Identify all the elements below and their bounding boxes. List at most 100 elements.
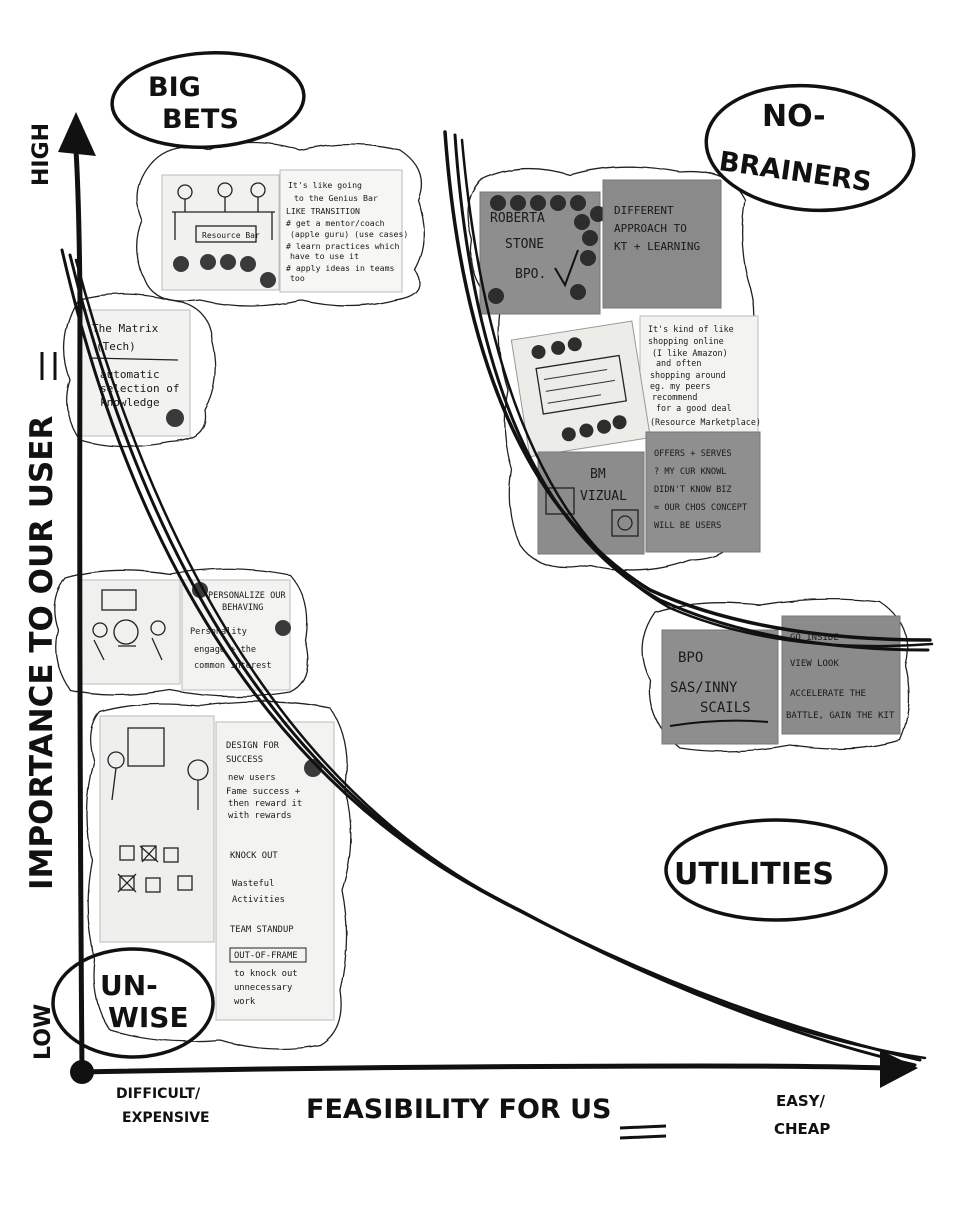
x-right-line2: CHEAP — [774, 1120, 830, 1138]
bm-line: VIZUAL — [580, 489, 627, 504]
midleft-line: common interest — [194, 661, 272, 671]
midleft-line: BEHAVING — [222, 603, 263, 613]
go-line: GO INSIDE — [790, 633, 839, 643]
right-curve-a — [443, 130, 932, 642]
offers-line: WILL BE USERS — [654, 521, 721, 531]
note-unwise-lines: DESIGN FOR SUCCESS new users Fame succes… — [226, 741, 307, 1007]
note-bigbets-sketch: Resource Bar — [161, 174, 280, 291]
note-bigbets-left-label: Resource Bar — [202, 231, 260, 240]
right-curve-c — [460, 138, 934, 648]
unwise-line: to knock out — [234, 969, 298, 979]
bigbets-line: have to use it — [290, 251, 359, 261]
matrix-line: (Tech) — [96, 340, 136, 353]
offers-line: ? MY CUR KNOWL — [654, 467, 726, 477]
offers-line: OFFERS + SERVES — [654, 449, 732, 459]
note-shopping-text: It's kind of like shopping online (I lik… — [648, 324, 761, 427]
shopping-line: shopping around — [650, 370, 726, 380]
shopping-line: recommend — [652, 392, 697, 402]
cloud-matrix — [63, 293, 217, 448]
shopping-line: (I like Amazon) — [652, 348, 728, 358]
note-unwise-text: DESIGN FOR SUCCESS new users Fame succes… — [215, 721, 335, 1021]
dots-bigbets — [173, 254, 276, 288]
bm-line: BM — [590, 467, 606, 482]
shopping-line: (Resource Marketplace) — [650, 417, 761, 427]
y-high-label: HIGH — [29, 123, 54, 186]
note-util-go: GO INSIDE VIEW LOOK ACCELERATE THE BATTL… — [781, 615, 901, 735]
big-bets-line1: BIG — [148, 72, 201, 103]
midleft-line: Personality — [190, 627, 247, 637]
go-line: VIEW LOOK — [790, 659, 839, 669]
note-matrix: The Matrix (Tech) automatic selection of… — [79, 309, 191, 437]
y-low-label: LOW — [31, 1004, 56, 1060]
bpo-line: BPO — [678, 650, 703, 666]
origin-dot — [70, 1060, 94, 1084]
matrix-line: automatic — [100, 368, 160, 381]
roberta-line: BPO. — [515, 267, 546, 282]
different-line: APPROACH TO — [614, 222, 687, 235]
note-bigbets-text: It's like going to the Genius Bar LIKE T… — [279, 169, 408, 293]
no-brainers-line1: NO- — [762, 99, 826, 134]
note-go-text: GO INSIDE VIEW LOOK ACCELERATE THE BATTL… — [786, 633, 895, 721]
label-big-bets: BIG BETS — [110, 51, 306, 149]
midleft-line: PERSONALIZE OUR — [208, 591, 286, 601]
note-nb-roberta: ROBERTA STONE BPO. — [479, 191, 606, 315]
go-line: ACCELERATE THE — [790, 689, 866, 699]
label-utilities: UTILITIES — [664, 818, 888, 922]
note-nb-shopping: It's kind of like shopping online (I lik… — [639, 315, 761, 435]
roberta-line: STONE — [505, 237, 544, 252]
bigbets-line: (apple guru) (use cases) — [290, 229, 408, 239]
cloud-utilities — [641, 598, 910, 752]
bigbets-line: to the Genius Bar — [294, 193, 378, 203]
unwise-line: then reward it — [228, 799, 302, 809]
bigbets-line: LIKE TRANSITION — [286, 206, 360, 216]
unwise-line: DESIGN FOR — [226, 741, 280, 751]
bigbets-line: It's like going — [288, 180, 362, 190]
note-roberta-text: ROBERTA STONE BPO. — [490, 211, 553, 282]
y-axis — [73, 147, 85, 1075]
note-util-bpo: BPO SAS/INNY SCAILS — [661, 629, 779, 745]
x-left-line1: DIFFICULT/ — [116, 1086, 201, 1102]
note-nb-different: DIFFERENT APPROACH TO KT + LEARNING — [602, 179, 722, 309]
go-line: BATTLE, GAIN THE KIT — [786, 711, 895, 721]
unwise-line: unnecessary — [234, 983, 292, 993]
y-axis-title: IMPORTANCE TO OUR USER — [24, 416, 60, 890]
meeting-drawing — [92, 589, 166, 661]
bigbets-line: # apply ideas in teams — [286, 263, 395, 273]
shopping-line: and often — [656, 358, 701, 368]
unwise-line: TEAM STANDUP — [230, 925, 294, 935]
unwise-line: with rewards — [228, 811, 292, 821]
big-bets-line2: BETS — [162, 104, 239, 135]
bpo-line: SAS/INNY — [670, 680, 738, 696]
note-mid-left-sketch — [79, 579, 181, 685]
audience-drawing — [172, 182, 275, 243]
board-drawing — [107, 727, 209, 893]
cloud-unwise-right — [85, 700, 352, 1050]
shopping-line: It's kind of like — [648, 324, 734, 334]
note-bpo-text: BPO SAS/INNY SCAILS — [670, 650, 751, 716]
y-axis-arrowhead — [58, 112, 96, 156]
cloud-big-bets — [136, 141, 425, 307]
bigbets-line: # learn practices which — [286, 241, 399, 251]
offers-line: DIDN'T KNOW BIZ — [654, 485, 732, 495]
label-no-brainers: NO- BRAINERS — [704, 83, 916, 213]
roberta-line: ROBERTA — [490, 211, 545, 226]
x-left-line2: EXPENSIVE — [122, 1110, 210, 1126]
shopping-line: for a good deal — [656, 403, 732, 413]
unwise-line: work — [234, 997, 256, 1007]
offers-line: = OUR CHOS CONCEPT — [654, 503, 747, 513]
label-unwise: UN- WISE — [51, 947, 215, 1059]
vote-dot — [166, 409, 184, 427]
note-nb-bm: BM VIZUAL — [537, 451, 645, 555]
vote-dot — [275, 620, 291, 636]
unwise-line: Activities — [232, 895, 285, 905]
unwise-line: KNOCK OUT — [230, 851, 278, 861]
unwise-line: Wasteful — [232, 879, 274, 889]
utilities-label: UTILITIES — [674, 857, 834, 892]
x-axis-title: FEASIBILITY FOR US — [306, 1094, 611, 1125]
unwise-line: SUCCESS — [226, 755, 263, 765]
note-offers-text: OFFERS + SERVES ? MY CUR KNOWL DIDN'T KN… — [654, 449, 752, 531]
left-curve-c — [74, 258, 927, 1060]
note-different-text: DIFFERENT APPROACH TO KT + LEARNING — [614, 204, 700, 253]
different-line: DIFFERENT — [614, 204, 674, 217]
